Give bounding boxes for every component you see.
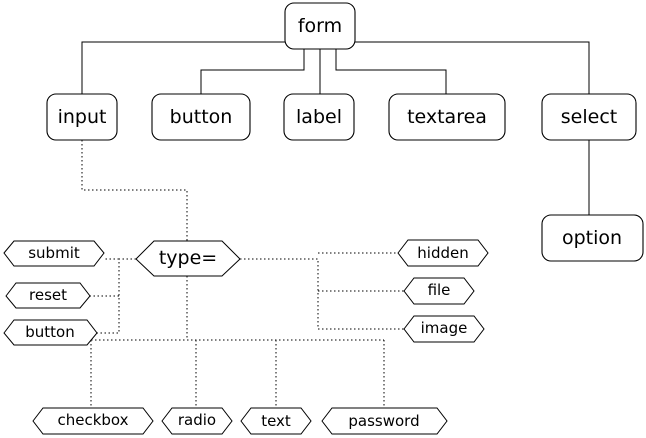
node-textarea: textarea xyxy=(388,93,506,141)
solid-connectors xyxy=(81,41,590,215)
node-form-label: form xyxy=(298,15,342,37)
element-nodes: form input button label textarea select … xyxy=(46,2,644,262)
edge-form-select xyxy=(353,41,590,94)
edge-input-type xyxy=(81,140,188,241)
edge-form-button xyxy=(200,49,305,94)
node-button-label: button xyxy=(170,106,233,128)
node-option-label: option xyxy=(562,227,622,249)
node-type-button-label: button xyxy=(25,323,74,341)
node-type-reset: reset xyxy=(5,282,91,309)
node-type-attr: type= xyxy=(135,240,241,277)
node-input: input xyxy=(46,93,118,141)
node-button: button xyxy=(151,93,251,141)
node-type-image-label: image xyxy=(421,319,468,337)
node-type-text: text xyxy=(240,407,312,435)
edge-form-input xyxy=(81,41,288,94)
node-type-submit: submit xyxy=(3,240,105,267)
node-type-file: file xyxy=(403,277,475,305)
edge-type-right xyxy=(240,258,404,330)
node-select: select xyxy=(541,93,637,141)
node-type-reset-label: reset xyxy=(29,286,67,304)
node-option: option xyxy=(541,214,644,262)
node-type-radio-label: radio xyxy=(178,411,216,429)
node-form: form xyxy=(284,2,356,50)
node-type-hidden: hidden xyxy=(397,239,489,267)
node-type-radio: radio xyxy=(161,407,233,435)
node-type-text-label: text xyxy=(261,412,291,430)
node-type-hidden-label: hidden xyxy=(417,244,468,262)
node-type-image: image xyxy=(403,315,485,343)
node-type-checkbox-label: checkbox xyxy=(57,411,128,429)
node-type-checkbox: checkbox xyxy=(32,407,154,435)
dotted-connectors xyxy=(81,140,404,408)
node-type-file-label: file xyxy=(428,281,451,299)
node-type-password: password xyxy=(321,407,448,435)
edge-type-left xyxy=(97,258,136,334)
node-type-attr-label: type= xyxy=(159,247,217,269)
node-label-label: label xyxy=(296,106,342,128)
node-select-label: select xyxy=(561,106,617,128)
type-value-nodes: submit reset button hidden file image ch… xyxy=(3,239,489,435)
node-label: label xyxy=(283,93,355,141)
node-textarea-label: textarea xyxy=(407,106,487,128)
node-type-password-label: password xyxy=(348,412,419,430)
node-type-submit-label: submit xyxy=(28,244,80,262)
node-type-button: button xyxy=(3,319,98,346)
node-input-label: input xyxy=(58,106,107,128)
edge-form-textarea xyxy=(335,49,447,94)
